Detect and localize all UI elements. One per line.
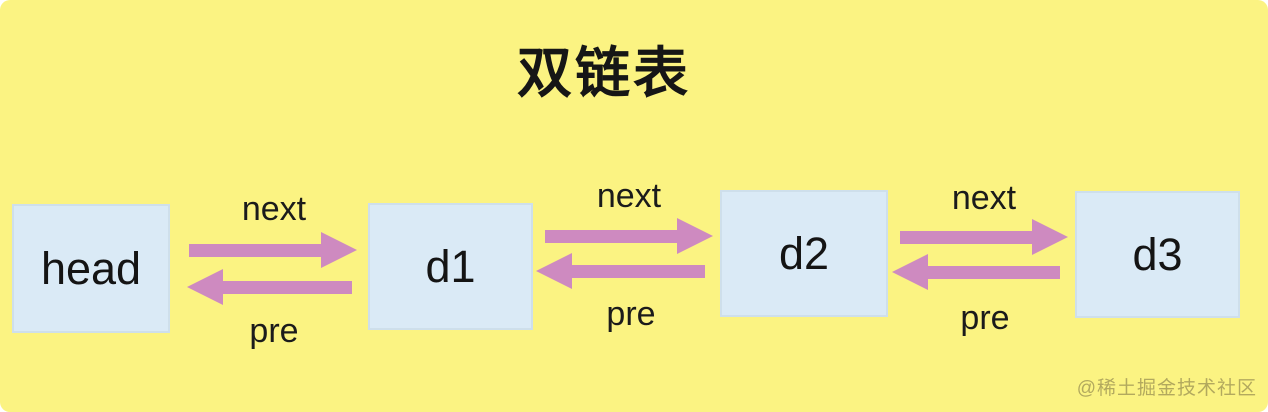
link1-next-arrow-icon xyxy=(189,232,357,268)
arrow-head-right-icon xyxy=(677,218,713,254)
arrow-shaft xyxy=(223,280,352,294)
arrow-shaft xyxy=(189,243,321,257)
arrow-shaft xyxy=(900,230,1032,244)
link3-next-label: next xyxy=(951,179,1017,217)
link2-next-arrow-icon xyxy=(545,218,713,254)
arrow-shaft xyxy=(572,264,705,278)
arrow-shaft xyxy=(928,265,1060,279)
arrow-head-left-icon xyxy=(892,254,928,290)
link2-next-label: next xyxy=(596,177,662,215)
watermark: @稀土掘金技术社区 xyxy=(1076,378,1257,399)
link3-pre-arrow-icon xyxy=(892,254,1060,290)
node-d2: d2 xyxy=(720,190,888,317)
arrow-head-left-icon xyxy=(187,269,223,305)
node-d2-label: d2 xyxy=(778,227,830,279)
link3-pre-label: pre xyxy=(960,299,1010,337)
node-d1: d1 xyxy=(368,203,533,330)
arrow-shaft xyxy=(545,229,677,243)
node-head: head xyxy=(12,204,170,333)
link1-next-label: next xyxy=(241,190,307,228)
link1-pre-label: pre xyxy=(249,312,299,350)
link2-pre-label: pre xyxy=(606,295,656,333)
arrow-head-right-icon xyxy=(321,232,357,268)
node-head-label: head xyxy=(40,242,142,294)
node-d3-label: d3 xyxy=(1132,228,1183,280)
arrow-head-left-icon xyxy=(536,253,572,289)
arrow-head-right-icon xyxy=(1032,219,1068,255)
node-d1-label: d1 xyxy=(425,240,476,292)
link2-pre-arrow-icon xyxy=(536,253,705,289)
link3-next-arrow-icon xyxy=(900,219,1068,255)
diagram-title: 双链表 xyxy=(516,42,691,104)
link1-pre-arrow-icon xyxy=(187,269,352,305)
node-d3: d3 xyxy=(1075,191,1240,318)
